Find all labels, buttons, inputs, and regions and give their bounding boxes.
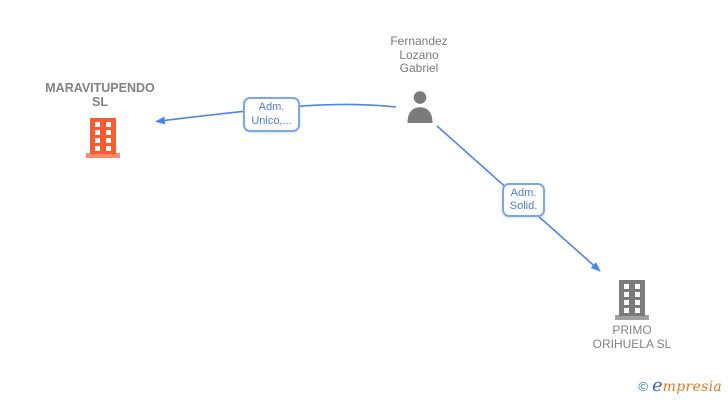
company-name-line: PRIMO (612, 323, 652, 337)
person-node[interactable] (404, 90, 436, 128)
person-name-line: Lozano (399, 47, 439, 62)
edge-label-adm-unico[interactable]: Adm. Unico,... (243, 97, 300, 132)
brand-wordmark: empresia (652, 375, 722, 396)
company-name-line: MARAVITUPENDO (45, 81, 155, 95)
edge-label-line: Solid. (509, 200, 538, 212)
company-name-line: SL (92, 95, 108, 109)
edge-label-line: Adm. (258, 101, 285, 113)
building-icon (615, 280, 649, 320)
brand-rest: mpresia (662, 379, 722, 395)
company-primo-label[interactable]: PRIMO ORIHUELA SL (552, 323, 712, 351)
company-primo-node[interactable] (615, 280, 649, 325)
company-maravitupendo-label[interactable]: MARAVITUPENDO SL (10, 81, 190, 109)
edge-label-line: Unico,... (251, 114, 292, 127)
person-name-line: Gabriel (399, 61, 439, 75)
edge-label-line: Adm. (510, 186, 537, 199)
person-name-line: Fernandez (390, 34, 448, 48)
company-maravitupendo-node[interactable] (86, 118, 120, 163)
brand-initial: e (652, 375, 663, 396)
person-node-label[interactable]: Fernandez Lozano Gabriel (344, 34, 494, 76)
person-icon (407, 91, 433, 123)
edge-label-adm-solid[interactable]: Adm. Solid. (502, 183, 545, 217)
copyright-icon: © (638, 379, 649, 394)
building-icon (86, 118, 120, 158)
edge-line-person-maravitupendo (155, 103, 397, 125)
company-name-line: ORIHUELA SL (592, 337, 672, 351)
empresia-logo[interactable]: © empresia (638, 375, 722, 396)
